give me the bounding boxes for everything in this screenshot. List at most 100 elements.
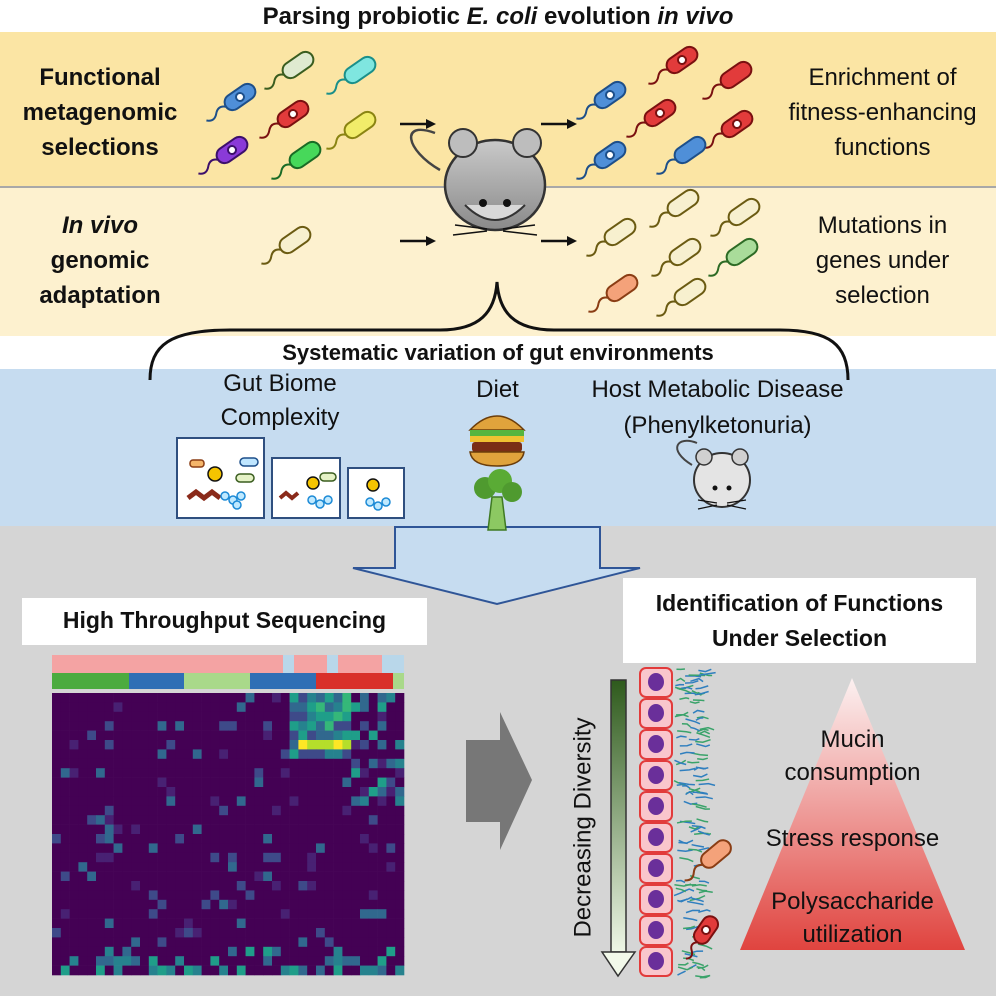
- diversity-arrow-head: [600, 951, 637, 978]
- heatmap-cell: [131, 946, 141, 957]
- heatmap-cell: [368, 693, 378, 703]
- mucin-strand: [679, 743, 693, 747]
- heatmap-cell: [52, 711, 62, 722]
- heatmap-cell: [289, 824, 299, 835]
- heatmap-cell: [360, 815, 370, 825]
- heatmap-cell: [219, 881, 229, 891]
- heatmap-cell: [184, 758, 194, 769]
- heatmap-cell: [254, 843, 264, 854]
- heatmap-annotation: [250, 673, 272, 689]
- mucin-strand: [689, 874, 701, 880]
- heatmap-cell: [360, 899, 370, 910]
- heatmap-cell: [148, 881, 158, 891]
- mucin-strand: [676, 735, 687, 739]
- heatmap-cell: [148, 740, 158, 750]
- heatmap-cell: [324, 946, 334, 957]
- heatmap-cell: [377, 693, 387, 703]
- heatmap-cell: [263, 843, 273, 854]
- heatmap-cell: [351, 702, 361, 713]
- heatmap-cell: [263, 824, 273, 835]
- heatmap-cell: [122, 890, 132, 901]
- heatmap-cell: [104, 768, 114, 778]
- heatmap-cell: [377, 730, 387, 741]
- heatmap-cell: [236, 740, 246, 750]
- heatmap-cell: [333, 871, 343, 882]
- heatmap-cell: [324, 965, 334, 976]
- heatmap-cell: [148, 956, 158, 966]
- heatmap-annotation: [272, 673, 316, 689]
- heatmap-cell: [289, 768, 299, 778]
- mucin-strand: [692, 773, 708, 778]
- heatmap-cell: [351, 777, 361, 788]
- heatmap-cell: [201, 937, 211, 948]
- heatmap-cell: [280, 834, 290, 844]
- mucin-strand: [678, 962, 689, 966]
- heatmap-cell: [157, 740, 167, 750]
- heatmap-cell: [324, 881, 334, 891]
- heatmap-cell: [254, 758, 264, 769]
- heatmap-cell: [184, 862, 194, 872]
- heatmap-cell: [377, 834, 387, 844]
- heatmap-cell: [254, 890, 264, 901]
- heatmap-cell: [140, 946, 150, 957]
- heatmap-cell: [52, 758, 62, 769]
- mucin-strand: [692, 709, 705, 714]
- heatmap-cell: [175, 693, 185, 703]
- heatmap-cell: [324, 805, 334, 816]
- heatmap-cell: [210, 777, 220, 788]
- heatmap-cell: [148, 749, 158, 760]
- heatmap-cell: [377, 749, 387, 760]
- heatmap-cell: [360, 787, 370, 797]
- heatmap-cell: [298, 871, 308, 882]
- heatmap-cell: [104, 862, 114, 872]
- heatmap-cell: [184, 768, 194, 778]
- heatmap-cell: [377, 937, 387, 948]
- heatmap-cell: [113, 843, 123, 854]
- heatmap-cell: [351, 721, 361, 731]
- heatmap-cell: [245, 965, 255, 976]
- pyramid-label-stress: Stress response: [765, 825, 940, 852]
- heatmap-cell: [140, 693, 150, 703]
- heatmap-cell: [245, 956, 255, 966]
- heatmap-cell: [272, 721, 282, 731]
- heatmap-cell: [166, 918, 176, 929]
- mucin-strand: [692, 699, 705, 702]
- heatmap-cell: [324, 862, 334, 872]
- mucin-strand: [684, 953, 698, 958]
- heatmap-cell: [316, 918, 326, 929]
- heatmap-cell: [351, 928, 361, 938]
- heatmap-annotation: [294, 655, 327, 673]
- mucin-strand: [698, 909, 711, 913]
- heatmap-cell: [184, 721, 194, 731]
- heatmap-cell: [201, 721, 211, 731]
- heatmap-cell: [96, 843, 106, 854]
- mucin-strand: [679, 697, 690, 700]
- heatmap-cell: [192, 730, 202, 741]
- heatmap-cell: [60, 862, 70, 872]
- heatmap-cell: [395, 937, 405, 948]
- heatmap-cell: [78, 918, 88, 929]
- heatmap-cell: [280, 881, 290, 891]
- heatmap-cell: [104, 890, 114, 901]
- heatmap-cell: [298, 693, 308, 703]
- heatmap-cell: [368, 777, 378, 788]
- heatmap-cell: [316, 815, 326, 825]
- heatmap-cell: [254, 965, 264, 976]
- heatmap-cell: [351, 805, 361, 816]
- heatmap-cell: [228, 956, 238, 966]
- mucin-strand: [691, 897, 704, 903]
- cell-nucleus: [648, 859, 664, 877]
- heatmap-cell: [60, 899, 70, 910]
- heatmap-cell: [219, 787, 229, 797]
- mucin-strand: [696, 743, 711, 748]
- heatmap-cell: [245, 871, 255, 882]
- heatmap-cell: [166, 740, 176, 750]
- heatmap-cell: [166, 711, 176, 722]
- heatmap-cell: [166, 758, 176, 769]
- heatmap-cell: [254, 946, 264, 957]
- heatmap-cell: [104, 796, 114, 807]
- heatmap-cell: [157, 881, 167, 891]
- mucin-strand: [685, 909, 701, 914]
- heatmap-cell: [228, 796, 238, 807]
